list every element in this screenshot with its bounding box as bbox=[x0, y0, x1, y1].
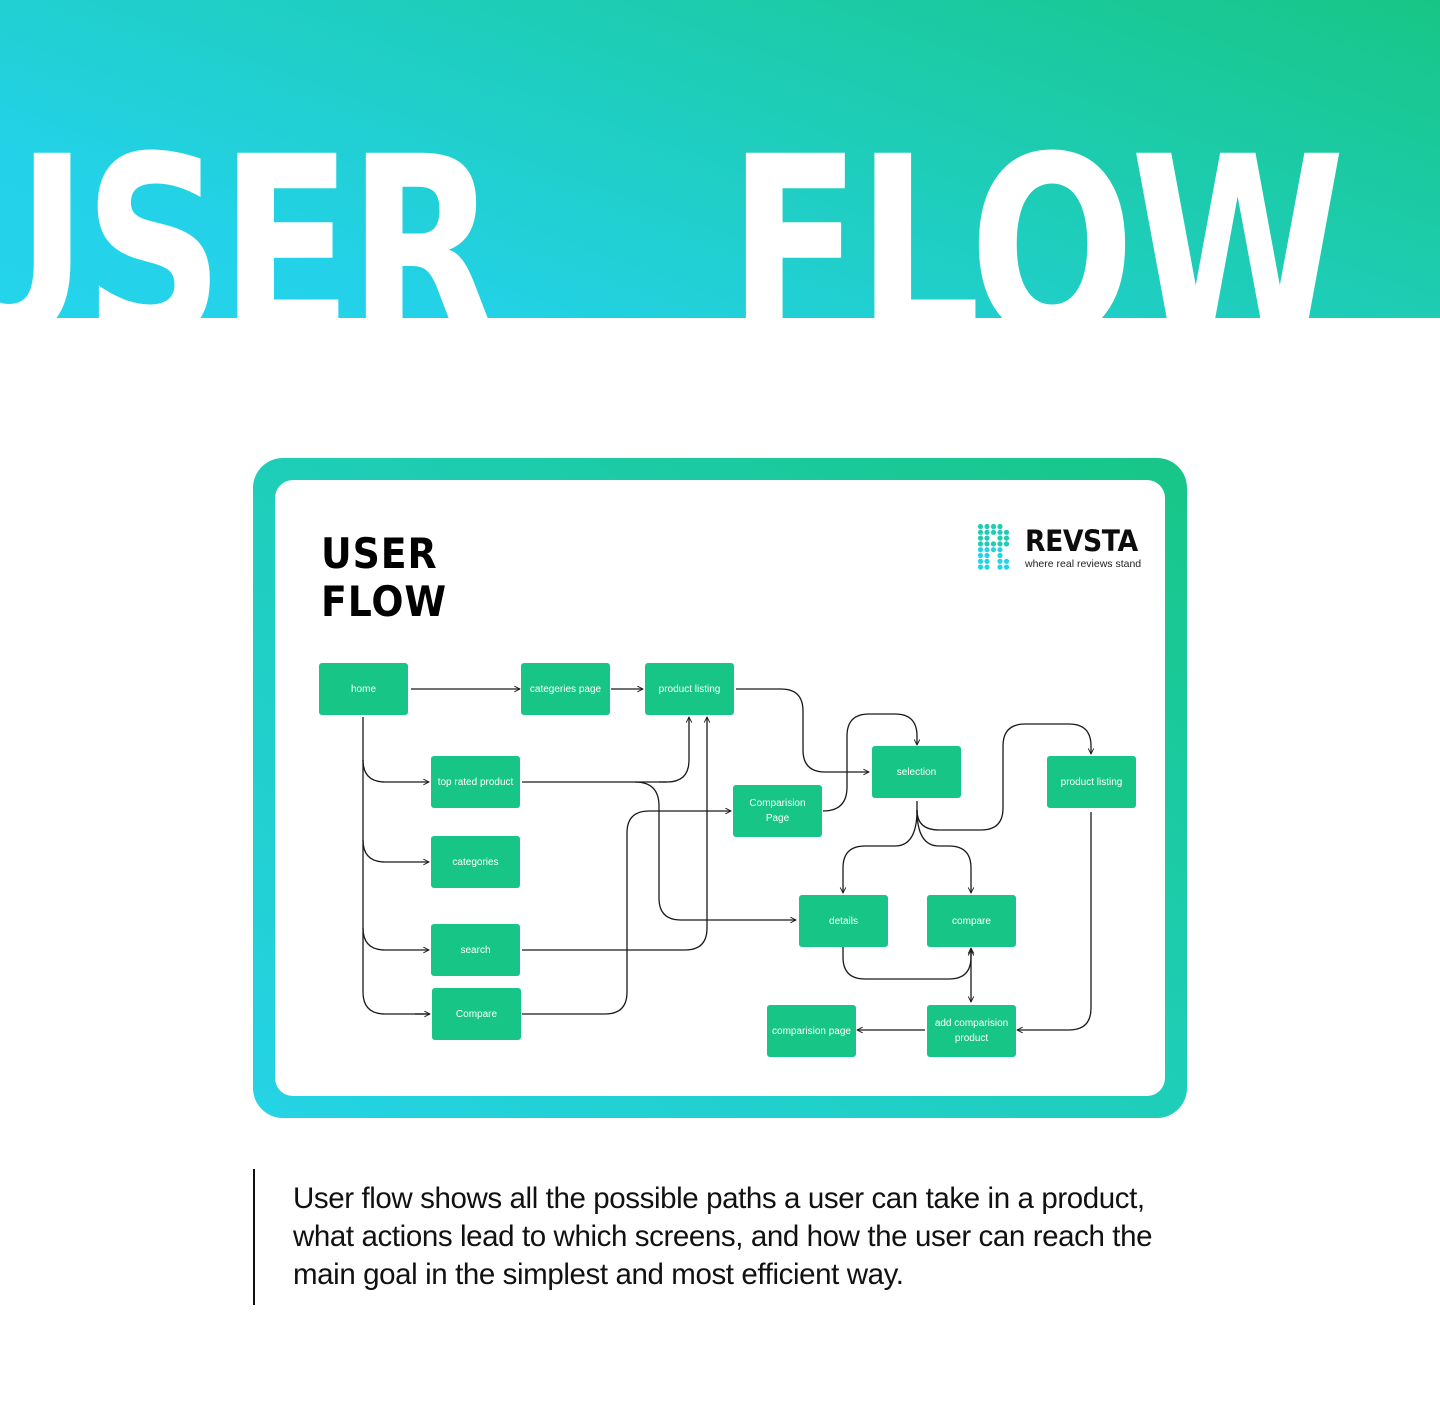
edge-home-top-rated bbox=[362, 759, 429, 782]
logo-dot bbox=[984, 529, 990, 535]
logo-dot bbox=[997, 558, 1003, 564]
diagram-card: USER FLOW REVSTA where real reviews stan… bbox=[275, 480, 1165, 1096]
logo-dot bbox=[997, 535, 1003, 541]
logo-dot bbox=[984, 541, 990, 547]
logo-dot bbox=[997, 547, 1003, 553]
edge-product-listing-selection bbox=[736, 688, 869, 772]
logo-dot bbox=[990, 541, 997, 547]
diagram-frame: USER FLOW REVSTA where real reviews stan… bbox=[253, 458, 1187, 1118]
node-compare-home[interactable]: Compare bbox=[432, 988, 521, 1040]
edge-product-listing-2-add-comparision bbox=[1017, 812, 1092, 1030]
logo-dot bbox=[984, 547, 990, 553]
logo-dot bbox=[977, 523, 984, 530]
edge-selection-details bbox=[843, 809, 918, 893]
logo-dot bbox=[1003, 558, 1010, 564]
node-details[interactable]: details bbox=[799, 895, 888, 947]
logo-tagline: where real reviews stand bbox=[1025, 558, 1142, 570]
logo-dot bbox=[997, 529, 1003, 535]
logo-dot bbox=[997, 541, 1003, 547]
node-search[interactable]: search bbox=[431, 924, 520, 976]
logo-dot bbox=[990, 547, 997, 553]
dotted-r-icon bbox=[977, 523, 1010, 570]
logo-dot bbox=[977, 529, 984, 535]
node-comparision-page-2[interactable]: comparision page bbox=[767, 1005, 856, 1057]
hero-word-flow: FLOW bbox=[728, 132, 1341, 318]
node-categories[interactable]: categories bbox=[431, 836, 520, 888]
logo-dot bbox=[997, 564, 1003, 570]
description-text: User flow shows all the possible paths a… bbox=[293, 1182, 1153, 1291]
edge-compare-comparision-page bbox=[522, 811, 731, 1015]
logo-name: REVSTA bbox=[1025, 524, 1138, 558]
node-add-comparision-product[interactable]: add comparision product bbox=[927, 1005, 1016, 1057]
logo-dot bbox=[984, 564, 990, 570]
revsta-logo: REVSTA where real reviews stand bbox=[977, 523, 1147, 575]
edge-selection-compare bbox=[916, 809, 971, 893]
logo-dot bbox=[1003, 564, 1010, 570]
node-compare[interactable]: compare bbox=[927, 895, 1016, 947]
node-home[interactable]: home bbox=[319, 663, 408, 715]
logo-dot bbox=[990, 529, 997, 535]
edge-top-rated-product-listing bbox=[522, 717, 689, 783]
edge-details-compare bbox=[842, 947, 971, 980]
node-categeries-page[interactable]: categeries page bbox=[521, 663, 610, 715]
logo-dot bbox=[984, 558, 990, 564]
edge-home-categories bbox=[362, 839, 429, 862]
logo-dot bbox=[1003, 535, 1010, 541]
node-top-rated-product[interactable]: top rated product bbox=[431, 756, 520, 808]
edge-home-search bbox=[362, 927, 429, 950]
description-accent-bar bbox=[253, 1169, 255, 1305]
node-comparision-page[interactable]: Comparision Page bbox=[733, 785, 822, 837]
logo-dot bbox=[997, 523, 1003, 530]
logo-dot bbox=[990, 523, 997, 530]
logo-dot bbox=[1003, 529, 1010, 535]
card-title-line-2: FLOW bbox=[321, 577, 447, 626]
logo-dot bbox=[977, 558, 984, 564]
card-title: USER FLOW bbox=[321, 530, 447, 626]
logo-dot bbox=[1003, 541, 1010, 547]
hero-word-user: USER bbox=[0, 132, 494, 318]
node-product-listing[interactable]: product listing bbox=[645, 663, 734, 715]
logo-dot bbox=[984, 535, 990, 541]
logo-dot bbox=[977, 535, 984, 541]
edge-search-product-listing bbox=[522, 717, 707, 951]
node-product-listing-2[interactable]: product listing bbox=[1047, 756, 1136, 808]
logo-dot bbox=[977, 547, 984, 553]
logo-dot bbox=[977, 552, 984, 559]
logo-dot bbox=[977, 564, 984, 570]
card-title-line-1: USER bbox=[321, 529, 438, 578]
logo-dot bbox=[984, 523, 990, 530]
logo-dot bbox=[997, 552, 1003, 559]
logo-dot bbox=[984, 552, 990, 559]
logo-dot bbox=[977, 541, 984, 547]
hero-banner: USER FLOW bbox=[0, 0, 1440, 318]
node-selection[interactable]: selection bbox=[872, 746, 961, 798]
edge-home-trunk bbox=[362, 717, 429, 1015]
